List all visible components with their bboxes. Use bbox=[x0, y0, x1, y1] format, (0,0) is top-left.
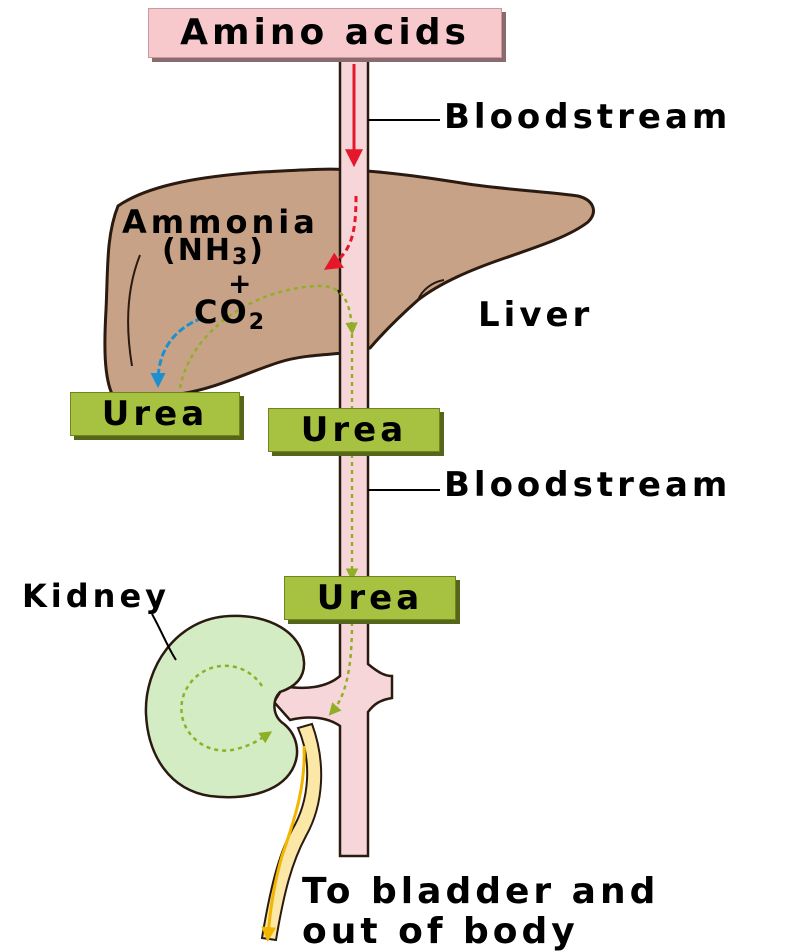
co2-prefix: CO bbox=[194, 293, 249, 331]
urea-label-bloodstream: Urea bbox=[301, 413, 407, 447]
nh3-prefix: (NH bbox=[162, 233, 232, 268]
amino-acids-box: Amino acids bbox=[148, 8, 502, 58]
bloodstream-label-bottom: Bloodstream bbox=[444, 468, 731, 502]
urea-box-bloodstream: Urea bbox=[268, 408, 440, 452]
co2-label: CO2 bbox=[194, 296, 266, 334]
bloodstream-label-top: Bloodstream bbox=[444, 100, 731, 134]
nh3-label: (NH3) bbox=[162, 236, 265, 269]
urea-label-kidney: Urea bbox=[317, 581, 423, 615]
urea-label-liver: Urea bbox=[102, 397, 208, 431]
co2-subscript: 2 bbox=[249, 310, 266, 335]
kidney-label: Kidney bbox=[22, 580, 170, 612]
liver-label: Liver bbox=[478, 298, 593, 332]
urea-box-liver: Urea bbox=[70, 392, 240, 436]
bladder-label-line1: To bladder and bbox=[302, 874, 659, 910]
urea-box-kidney: Urea bbox=[284, 576, 456, 620]
nh3-suffix: ) bbox=[249, 233, 265, 268]
bladder-label-line2: out of body bbox=[302, 914, 579, 950]
amino-acids-label: Amino acids bbox=[180, 15, 470, 51]
